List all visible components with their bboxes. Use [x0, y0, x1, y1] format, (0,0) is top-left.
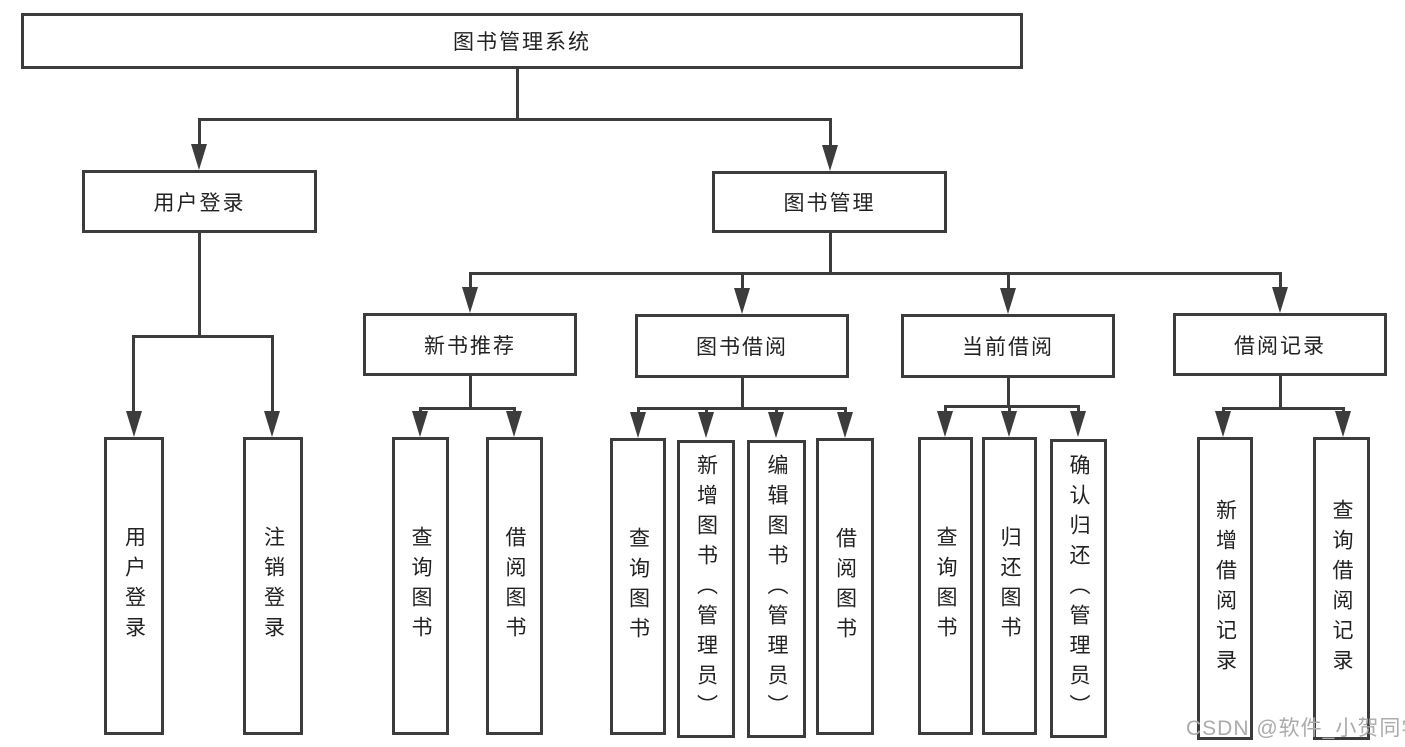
leaf-user-login: 用户登录 — [104, 437, 164, 735]
connector-user-login-stem — [198, 233, 201, 338]
connector-arrow-icon — [734, 288, 750, 314]
node-label: 新增借阅记录 — [1213, 498, 1237, 679]
connector-arrow-icon — [1215, 411, 1231, 437]
connector-stem — [1279, 272, 1282, 294]
connector-arrow-icon — [462, 287, 478, 313]
node-label: 用户登录 — [153, 191, 246, 215]
connector-stem — [1007, 272, 1010, 294]
connector-arrow-icon — [506, 411, 522, 437]
node-borrowing-records: 借阅记录 — [1173, 313, 1387, 376]
node-label: 编辑图书（管理员） — [765, 454, 788, 724]
node-label: 借阅记录 — [1234, 334, 1326, 358]
node-label: 查询借阅记录 — [1330, 498, 1353, 679]
node-label: 图书管理 — [783, 192, 876, 215]
connector-stem — [1279, 376, 1282, 410]
connector-arrow-icon — [768, 412, 784, 438]
connector-arrow-icon — [1000, 288, 1016, 314]
connector-level3-rail — [469, 272, 1281, 275]
leaf-confirm-return-admin: 确认归还（管理员） — [1050, 439, 1107, 738]
node-label: 图书借阅 — [696, 336, 788, 359]
connector-stem — [741, 378, 744, 410]
node-label: 用户登录 — [122, 526, 146, 646]
node-user-login-branch: 用户登录 — [82, 170, 317, 233]
connector-stem — [1007, 378, 1010, 408]
connector-level2-rail — [198, 118, 832, 121]
connector-arrow-icon — [412, 411, 428, 437]
leaf-query-books-recommend: 查询图书 — [392, 437, 449, 735]
connector-arrow-icon — [630, 412, 646, 438]
connector-arrow-icon — [698, 412, 714, 438]
leaf-add-borrow-record: 新增借阅记录 — [1197, 437, 1253, 740]
connector-stem — [271, 335, 274, 419]
connector-arrow-icon — [837, 412, 853, 438]
node-label: 查询图书 — [409, 526, 432, 646]
leaf-add-books-admin: 新增图书（管理员） — [677, 440, 735, 738]
node-label: 当前借阅 — [962, 336, 1054, 359]
connector-book-management-stem — [829, 233, 832, 275]
leaf-logout: 注销登录 — [243, 437, 303, 735]
connector-stem — [829, 118, 832, 150]
node-book-management-branch: 图书管理 — [712, 171, 947, 233]
connector-rail — [944, 405, 1080, 408]
leaf-query-books-borrowing: 查询图书 — [610, 438, 666, 735]
connector-stem — [469, 376, 472, 410]
connector-stem — [132, 335, 135, 419]
node-label: 新增图书（管理员） — [694, 454, 718, 724]
connector-stem — [198, 118, 201, 150]
node-label: 新书推荐 — [424, 334, 516, 358]
leaf-borrow-books: 借阅图书 — [816, 438, 874, 735]
node-label: 查询图书 — [934, 526, 957, 646]
leaf-query-borrow-record: 查询借阅记录 — [1313, 437, 1370, 740]
node-label: 图书管理系统 — [453, 31, 591, 54]
node-label: 查询图书 — [626, 526, 650, 647]
node-label: 注销登录 — [261, 526, 285, 646]
connector-arrow-icon — [1001, 411, 1017, 437]
connector-arrow-icon — [1070, 411, 1086, 437]
connector-arrow-icon — [1272, 287, 1288, 313]
connector-root-stem — [516, 69, 519, 121]
leaf-borrow-books-recommend: 借阅图书 — [486, 437, 543, 735]
node-label: 借阅图书 — [833, 526, 857, 647]
node-book-borrowing: 图书借阅 — [635, 314, 849, 378]
connector-arrow-icon — [191, 144, 207, 170]
leaf-query-books-current: 查询图书 — [918, 437, 973, 735]
connector-arrow-icon — [1335, 411, 1351, 437]
connector-arrow-icon — [126, 411, 142, 437]
connector-stem — [741, 272, 744, 294]
connector-user-login-rail — [133, 335, 274, 338]
connector-arrow-icon — [264, 411, 280, 437]
node-library-management-system: 图书管理系统 — [21, 13, 1023, 69]
node-new-book-recommendation: 新书推荐 — [363, 313, 577, 376]
connector-rail — [1222, 407, 1344, 410]
connector-rail — [637, 407, 847, 410]
node-label: 归还图书 — [998, 526, 1021, 646]
connector-arrow-icon — [822, 145, 838, 171]
node-label: 确认归还（管理员） — [1067, 453, 1090, 724]
connector-arrow-icon — [937, 411, 953, 437]
node-current-borrowing: 当前借阅 — [901, 314, 1115, 378]
watermark: CSDN @软件_小贺同学 — [1186, 717, 1405, 740]
connector-rail — [419, 407, 516, 410]
connector-stem — [469, 272, 472, 294]
node-label: 借阅图书 — [503, 526, 526, 646]
leaf-return-books: 归还图书 — [982, 437, 1037, 735]
leaf-edit-books-admin: 编辑图书（管理员） — [747, 440, 806, 738]
